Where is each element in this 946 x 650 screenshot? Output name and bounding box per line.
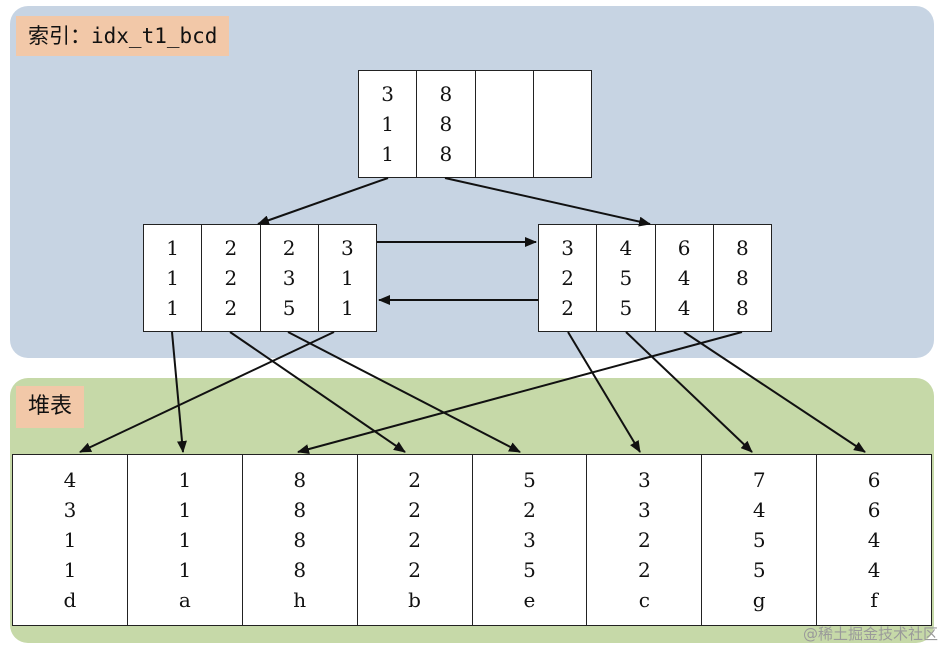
- heap-value: 1: [178, 528, 192, 552]
- right-leaf-value: 2: [561, 296, 574, 320]
- heap-cell: 8 8 8 8 h: [243, 455, 358, 625]
- right-leaf-value: 8: [736, 236, 749, 260]
- heap-value: 4: [867, 528, 881, 552]
- right-leaf-value: 4: [619, 236, 633, 260]
- right-leaf-value: 6: [677, 236, 691, 260]
- heap-value: 3: [637, 468, 651, 492]
- left-leaf-value: 1: [166, 296, 179, 320]
- heap-cell: 7 4 5 5 g: [702, 455, 818, 625]
- heap-value: 1: [63, 558, 77, 582]
- heap-value: 2: [408, 468, 421, 492]
- heap-value: f: [870, 588, 878, 612]
- heap-value: 2: [637, 558, 651, 582]
- right-leaf-node: 3 2 2 4 5 5 6 4 4 8 8 8: [538, 224, 772, 332]
- left-leaf-value: 2: [282, 236, 296, 260]
- heap-value: 2: [408, 528, 421, 552]
- left-leaf-cell: 2 2 2: [202, 225, 261, 331]
- heap-value: 6: [867, 498, 881, 522]
- heap-table: 4 3 1 1 d 1 1 1 1 a 8 8 8 8 h 2 2 2 2 b 5 2 3 5 e 3 3 2 2 c 7 4 5 5 g 6 6 4 4 f: [12, 454, 932, 626]
- root-cell: 3 1 1: [359, 71, 418, 177]
- right-leaf-value: 8: [736, 266, 749, 290]
- heap-cell: 1 1 1 1 a: [128, 455, 243, 625]
- root-cell: [534, 71, 591, 177]
- left-leaf-value: 5: [282, 296, 296, 320]
- heap-value: 5: [752, 558, 766, 582]
- heap-value: 1: [63, 528, 77, 552]
- left-leaf-value: 2: [224, 296, 238, 320]
- heap-value: 5: [523, 468, 536, 492]
- right-leaf-cell: 3 2 2: [539, 225, 598, 331]
- heap-value: 4: [867, 558, 881, 582]
- heap-value: 8: [293, 468, 307, 492]
- heap-value: a: [178, 588, 191, 612]
- heap-value: 8: [293, 498, 307, 522]
- right-leaf-value: 5: [619, 296, 633, 320]
- heap-value: 4: [63, 468, 77, 492]
- right-leaf-cell: 8 8 8: [714, 225, 771, 331]
- left-leaf-cell: 1 1 1: [144, 225, 203, 331]
- heap-value: 1: [178, 468, 192, 492]
- right-leaf-cell: 4 5 5: [597, 225, 656, 331]
- heap-value: g: [752, 588, 766, 612]
- heap-cell: 4 3 1 1 d: [13, 455, 128, 625]
- right-leaf-value: 4: [677, 266, 691, 290]
- left-leaf-value: 3: [282, 266, 296, 290]
- heap-value: 3: [637, 498, 651, 522]
- root-value: 3: [381, 82, 394, 106]
- heap-value: 7: [752, 468, 766, 492]
- heap-cell: 6 6 4 4 f: [817, 455, 931, 625]
- heap-value: 1: [178, 558, 192, 582]
- heap-cell: 3 3 2 2 c: [587, 455, 703, 625]
- root-value: 8: [439, 82, 453, 106]
- left-leaf-value: 1: [341, 296, 354, 320]
- left-leaf-value: 2: [224, 266, 238, 290]
- left-leaf-value: 1: [166, 236, 179, 260]
- heap-cell: 2 2 2 2 b: [358, 455, 473, 625]
- heap-value: 4: [752, 498, 766, 522]
- right-leaf-cell: 6 4 4: [656, 225, 714, 331]
- heap-cell: 5 2 3 5 e: [473, 455, 588, 625]
- heap-value: 8: [293, 558, 307, 582]
- heap-value: b: [408, 588, 421, 612]
- heap-value: 8: [293, 528, 307, 552]
- right-leaf-value: 8: [736, 296, 749, 320]
- right-leaf-value: 5: [619, 266, 633, 290]
- heap-value: 2: [523, 498, 536, 522]
- heap-value: e: [523, 588, 536, 612]
- heap-value: 2: [408, 558, 421, 582]
- right-leaf-value: 2: [561, 266, 574, 290]
- heap-value: c: [638, 588, 650, 612]
- right-leaf-value: 4: [677, 296, 691, 320]
- root-value: 8: [439, 112, 453, 136]
- left-leaf-cell: 2 3 5: [261, 225, 319, 331]
- heap-value: 1: [178, 498, 192, 522]
- left-leaf-value: 1: [341, 266, 354, 290]
- left-leaf-cell: 3 1 1: [319, 225, 376, 331]
- root-cell: 8 8 8: [417, 71, 476, 177]
- root-node: 3 1 1 8 8 8: [358, 70, 592, 178]
- index-title: 索引：idx_t1_bcd: [16, 16, 230, 56]
- heap-value: d: [63, 588, 77, 612]
- heap-value: 6: [867, 468, 881, 492]
- left-leaf-node: 1 1 1 2 2 2 2 3 5 3 1 1: [143, 224, 377, 332]
- heap-value: 2: [408, 498, 421, 522]
- heap-value: h: [293, 588, 307, 612]
- heap-value: 5: [523, 558, 536, 582]
- heap-title: 堆表: [16, 386, 85, 428]
- root-cell: [476, 71, 534, 177]
- watermark: @稀土掘金技术社区: [802, 625, 938, 643]
- root-value: 8: [439, 142, 453, 166]
- heap-value: 3: [63, 498, 77, 522]
- heap-value: 5: [752, 528, 766, 552]
- root-value: 1: [381, 142, 394, 166]
- right-leaf-value: 3: [561, 236, 574, 260]
- left-leaf-value: 3: [341, 236, 354, 260]
- root-value: 1: [381, 112, 394, 136]
- left-leaf-value: 2: [224, 236, 238, 260]
- left-leaf-value: 1: [166, 266, 179, 290]
- heap-value: 2: [637, 528, 651, 552]
- heap-value: 3: [523, 528, 536, 552]
